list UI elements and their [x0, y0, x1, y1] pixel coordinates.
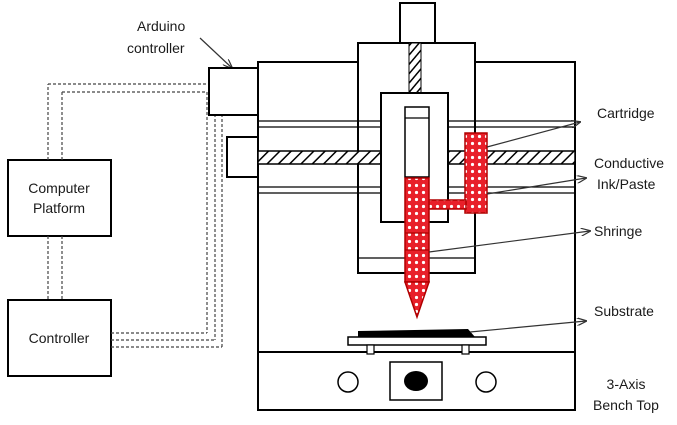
- top-motor: [399, 2, 436, 44]
- ink-cartridge: [464, 132, 488, 214]
- syringe-needle: [403, 281, 431, 320]
- substrate-label: Substrate: [594, 303, 654, 319]
- computer-platform-box: Computer Platform: [7, 159, 112, 237]
- arduino-label-line1: Arduino: [137, 18, 185, 34]
- substrate: [358, 329, 475, 337]
- cable-lines: [47, 83, 223, 348]
- cartridge-label: Cartridge: [597, 105, 655, 121]
- center-button: [404, 371, 428, 391]
- arduino-board: [208, 67, 259, 116]
- substrate-platform: [347, 329, 487, 355]
- ink-pointer: [486, 178, 586, 195]
- arduino-label-line2: controller: [127, 40, 185, 56]
- syringe-label: Shringe: [594, 223, 642, 239]
- bench-label-line1: 3-Axis: [607, 376, 646, 392]
- computer-label-line1: Computer: [28, 180, 90, 196]
- left-knob: [337, 371, 359, 393]
- ink-label-line2: Ink/Paste: [597, 176, 656, 192]
- right-knob: [475, 371, 497, 393]
- side-motor-box: [226, 136, 259, 178]
- computer-label-line2: Platform: [33, 200, 85, 216]
- syringe-barrel: [404, 177, 430, 283]
- substrate-pointer: [469, 321, 586, 333]
- bench-label-line2: Bench Top: [593, 397, 659, 413]
- ink-label-line1: Conductive: [594, 155, 664, 171]
- lead-screw: [408, 42, 422, 94]
- ink-feed-tube: [427, 199, 467, 210]
- syringe-pointer: [428, 231, 590, 253]
- arduino-pointer: [199, 37, 232, 68]
- controller-label: Controller: [29, 330, 90, 346]
- cartridge-pointer: [486, 122, 580, 148]
- syringe-plunger: [404, 106, 430, 178]
- controller-box: Controller: [7, 299, 112, 377]
